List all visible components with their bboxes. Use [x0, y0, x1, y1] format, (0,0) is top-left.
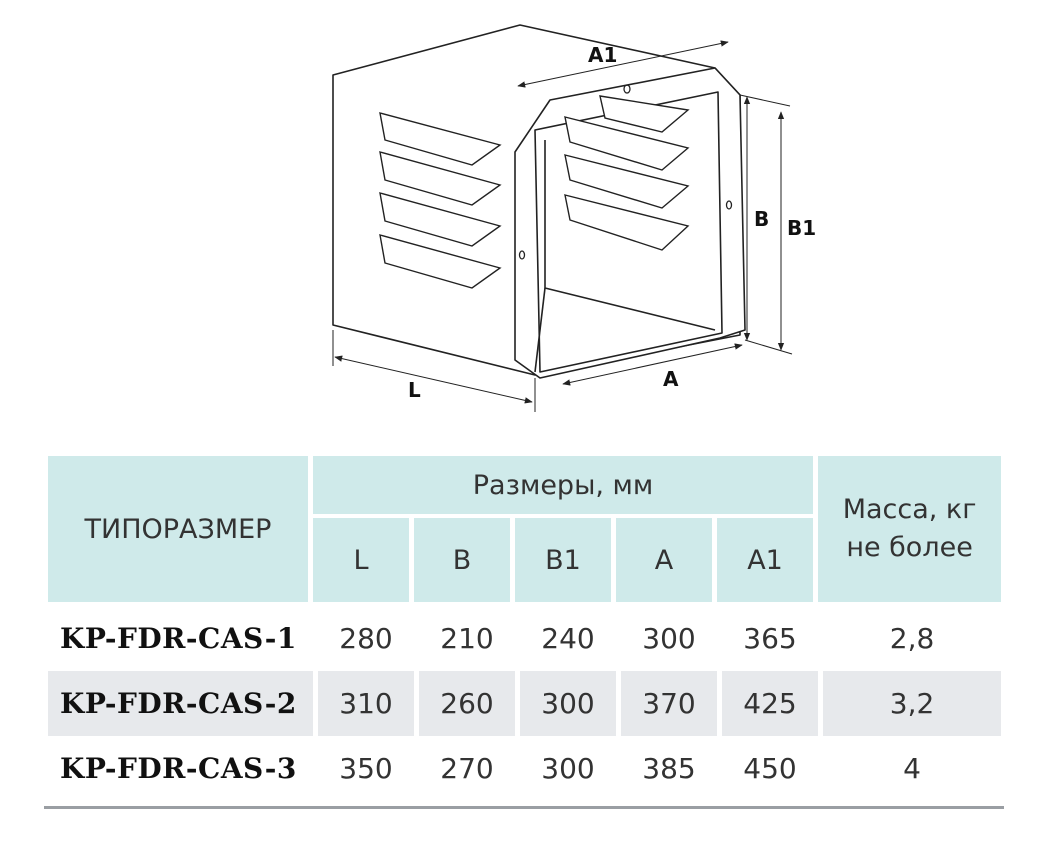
row-model: KP-FDR-CAS-3 [60, 752, 297, 785]
dim-label-l: L [408, 378, 421, 402]
cell-b1: 240 [515, 606, 616, 671]
table-row: KP-FDR-CAS-1 280 210 240 300 365 2,8 [48, 606, 1001, 671]
cell-b1: 300 [515, 736, 616, 801]
cell-a1: 450 [717, 736, 818, 801]
cell-b: 270 [414, 736, 515, 801]
cell-a: 385 [616, 736, 717, 801]
louver-box-drawing: A1 B B1 A L [332, 24, 816, 412]
row-model: KP-FDR-CAS-2 [48, 671, 313, 736]
cell-l: 280 [313, 606, 414, 671]
cell-mass: 2,8 [818, 606, 1001, 671]
louvers-right [564, 95, 690, 251]
dim-label-b1: B1 [787, 216, 816, 240]
row-model: KP-FDR-CAS-1 [60, 622, 297, 655]
dim-label-b: B [754, 207, 769, 231]
table-row: KP-FDR-CAS-3 350 270 300 385 450 4 [48, 736, 1001, 801]
cell-b: 210 [414, 606, 515, 671]
cell-mass: 4 [818, 736, 1001, 801]
header-dim-a: A [616, 518, 717, 606]
cell-l: 350 [313, 736, 414, 801]
header-dim-b: B [414, 518, 515, 606]
header-mass: Масса, кг не более [818, 456, 1002, 606]
table-row: KP-FDR-CAS-2 310 260 300 370 425 3,2 [48, 671, 1002, 736]
header-dim-b1: B1 [515, 518, 616, 606]
header-dim-l: L [313, 518, 414, 606]
cell-a: 300 [616, 606, 717, 671]
cell-l: 310 [313, 671, 414, 736]
header-model: ТИПОРАЗМЕР [48, 456, 313, 606]
bottom-rule [44, 806, 1004, 809]
spec-table: ТИПОРАЗМЕР Размеры, мм Масса, кг не боле… [48, 456, 1002, 801]
header-dim-a1: A1 [717, 518, 819, 606]
cell-b1: 300 [515, 671, 616, 736]
cell-a: 370 [616, 671, 717, 736]
cell-b: 260 [414, 671, 515, 736]
cell-a1: 425 [717, 671, 819, 736]
louvers-left [379, 112, 502, 289]
dim-label-a: A [663, 367, 679, 391]
dim-label-a1: A1 [588, 43, 617, 67]
cell-mass: 3,2 [818, 671, 1002, 736]
cell-a1: 365 [717, 606, 818, 671]
header-dimensions-group: Размеры, мм [313, 456, 819, 518]
dimension-lines [332, 40, 793, 412]
